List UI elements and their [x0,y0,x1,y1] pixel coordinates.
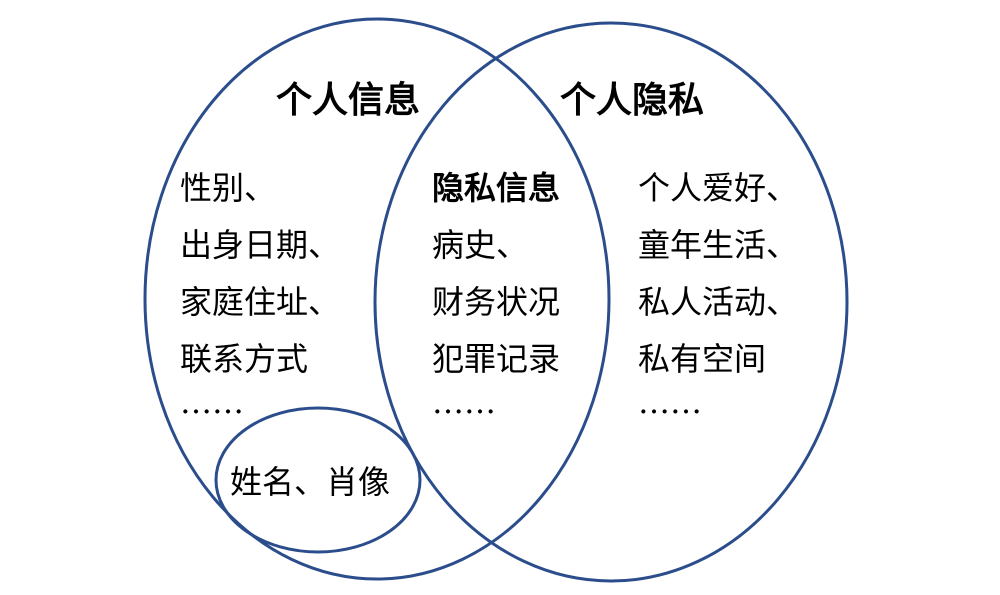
intersection-list: 隐私信息 病史、 财务状况 犯罪记录 …… [432,172,560,443]
personal-privacy-list: 个人爱好、 童年生活、 私人活动、 私有空间 …… [638,172,798,443]
list-item: 个人爱好、 [638,169,799,207]
list-item: 财务状况 [432,283,561,321]
list-item: 病史、 [432,226,529,264]
list-item: 私人活动、 [638,283,799,321]
name-portrait-label: 姓名、肖像 [230,463,391,501]
list-item: 出身日期、 [180,226,341,264]
list-item: 犯罪记录 [432,340,561,378]
list-item: …… [638,383,702,421]
list-item: …… [180,383,244,421]
personal-privacy-title: 个人隐私 [560,79,705,121]
list-item: 家庭住址、 [180,283,341,321]
personal-info-title: 个人信息 [276,79,421,121]
list-item: 私有空间 [638,340,767,378]
intersection-title: 隐私信息 [432,169,561,207]
personal-info-ellipse [143,17,611,581]
personal-privacy-ellipse [373,21,849,583]
list-item: 联系方式 [180,340,309,378]
list-item: 性别、 [180,169,277,207]
name-portrait-ellipse [214,406,422,554]
personal-info-list: 性别、 出身日期、 家庭住址、 联系方式 …… [180,172,340,443]
list-item: 童年生活、 [638,226,799,264]
list-item: …… [432,383,496,421]
